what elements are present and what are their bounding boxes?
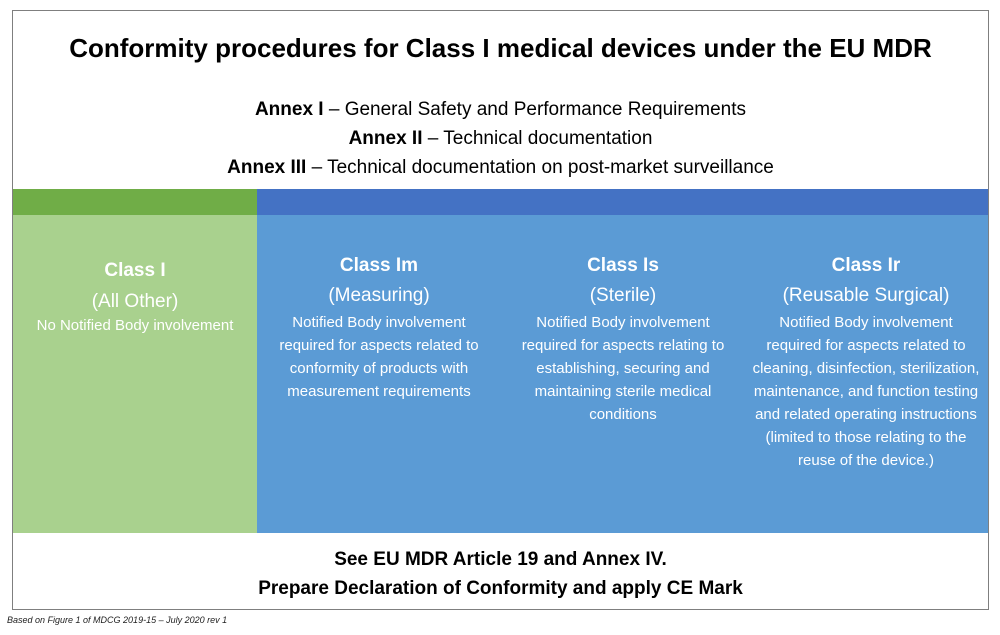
annex-list: Annex I – General Safety and Performance…: [13, 95, 988, 182]
diagram-frame: Conformity procedures for Class I medica…: [12, 10, 989, 610]
annex-desc: – Technical documentation on post-market…: [306, 157, 774, 178]
class-ir-column: Class Ir (Reusable Surgical) Notified Bo…: [744, 215, 988, 533]
class-i-panel: Class I (All Other) No Notified Body inv…: [13, 215, 257, 533]
class-description: Notified Body involvement required for a…: [279, 314, 479, 400]
class-name: Class I: [104, 260, 166, 281]
class-im-column: Class Im (Measuring) Notified Body invol…: [257, 215, 501, 533]
class-description: Notified Body involvement required for a…: [521, 314, 725, 423]
source-note: Based on Figure 1 of MDCG 2019-15 – July…: [7, 615, 228, 625]
class-i-header-bar: [13, 189, 257, 215]
class-subtitle: (Measuring): [328, 285, 430, 306]
annex-item-3: Annex III – Technical documentation on p…: [13, 153, 988, 182]
footer-instructions: See EU MDR Article 19 and Annex IV. Prep…: [13, 545, 988, 603]
annex-item-1: Annex I – General Safety and Performance…: [13, 95, 988, 124]
annex-desc: – General Safety and Performance Require…: [323, 99, 747, 120]
special-classes-panel: Class Im (Measuring) Notified Body invol…: [257, 215, 988, 533]
annex-name: Annex II: [348, 128, 423, 149]
class-name: Class Ir: [831, 255, 901, 276]
class-name: Class Im: [339, 255, 419, 276]
class-im-is-ir-header-bar: [257, 189, 988, 215]
annex-item-2: Annex II – Technical documentation: [13, 124, 988, 153]
annex-name: Annex III: [227, 157, 307, 178]
class-name: Class Is: [587, 255, 659, 276]
class-subtitle: (Sterile): [589, 285, 657, 306]
annex-name: Annex I: [254, 99, 324, 120]
footer-line-1: See EU MDR Article 19 and Annex IV.: [334, 549, 667, 570]
class-subtitle: (All Other): [91, 291, 179, 312]
class-description: No Notified Body involvement: [36, 317, 234, 334]
annex-desc: – Technical documentation: [422, 128, 653, 149]
class-is-column: Class Is (Sterile) Notified Body involve…: [501, 215, 745, 533]
diagram-title: Conformity procedures for Class I medica…: [69, 33, 932, 63]
footer-line-2: Prepare Declaration of Conformity and ap…: [258, 578, 743, 599]
class-description: Notified Body involvement required for a…: [752, 314, 980, 469]
class-subtitle: (Reusable Surgical): [782, 285, 950, 306]
